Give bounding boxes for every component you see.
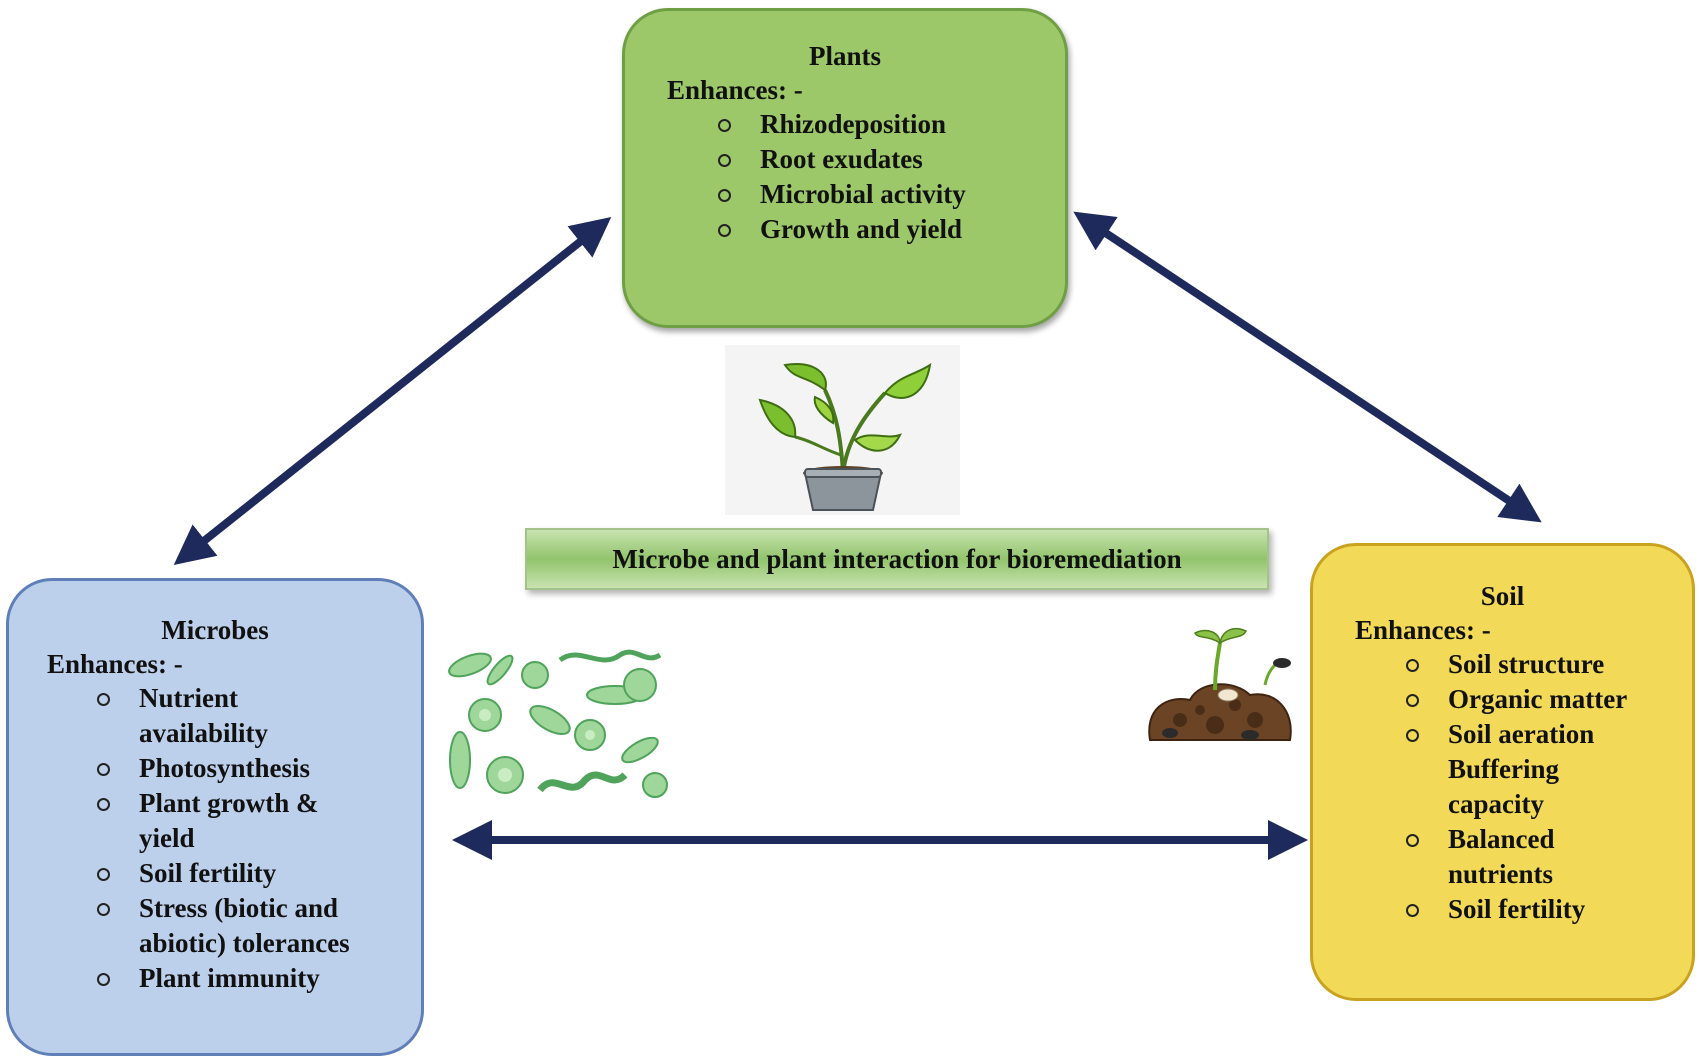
plants-title: Plants — [808, 41, 881, 71]
list-item: abiotic) tolerances — [139, 928, 350, 958]
soil-title: Soil — [1480, 581, 1525, 611]
microbes-list: Nutrient availability Photosynthesis Pla… — [97, 681, 421, 996]
list-item: Soil fertility — [97, 856, 421, 891]
plants-subtitle: Enhances: - — [667, 75, 803, 105]
microbes-node: Microbes Enhances: - Nutrient availabili… — [6, 578, 424, 1056]
list-item: Photosynthesis — [97, 751, 421, 786]
list-item: Plant immunity — [97, 961, 421, 996]
list-item: Soil aeration — [1406, 717, 1692, 752]
arrow-plants-microbes — [173, 217, 612, 565]
list-item: Soil fertility — [1406, 892, 1692, 927]
soil-subtitle: Enhances: - — [1355, 615, 1491, 645]
list-item: yield — [139, 823, 195, 853]
microbes-subtitle: Enhances: - — [47, 649, 183, 679]
list-item: availability — [139, 718, 269, 748]
list-item: Root exudates — [718, 142, 1065, 177]
plants-list: Rhizodeposition Root exudates Microbial … — [718, 107, 1065, 247]
list-item: Balanced — [1406, 822, 1692, 857]
plants-node: Plants Enhances: - Rhizodeposition Root … — [622, 8, 1068, 328]
list-item: Plant growth & — [97, 786, 421, 821]
soil-list: Soil structure Organic matter Soil aerat… — [1406, 647, 1692, 927]
list-item: Buffering — [1448, 754, 1559, 784]
arrow-plants-soil — [1073, 211, 1542, 523]
list-item: Soil structure — [1406, 647, 1692, 682]
list-item: Stress (biotic and — [97, 891, 421, 926]
list-item: nutrients — [1448, 859, 1554, 889]
soil-node: Soil Enhances: - Soil structure Organic … — [1310, 543, 1695, 1001]
list-item: Organic matter — [1406, 682, 1692, 717]
diagram-title-banner: Microbe and plant interaction for biorem… — [525, 528, 1269, 590]
list-item: Nutrient — [97, 681, 421, 716]
list-item: Rhizodeposition — [718, 107, 1065, 142]
list-item: Growth and yield — [718, 212, 1065, 247]
soil-seedling-icon — [1148, 627, 1292, 741]
list-item: Microbial activity — [718, 177, 1065, 212]
microbes-icon — [448, 649, 668, 798]
microbes-title: Microbes — [161, 615, 269, 645]
list-item: capacity — [1448, 789, 1544, 819]
potted-plant-icon — [725, 345, 960, 515]
